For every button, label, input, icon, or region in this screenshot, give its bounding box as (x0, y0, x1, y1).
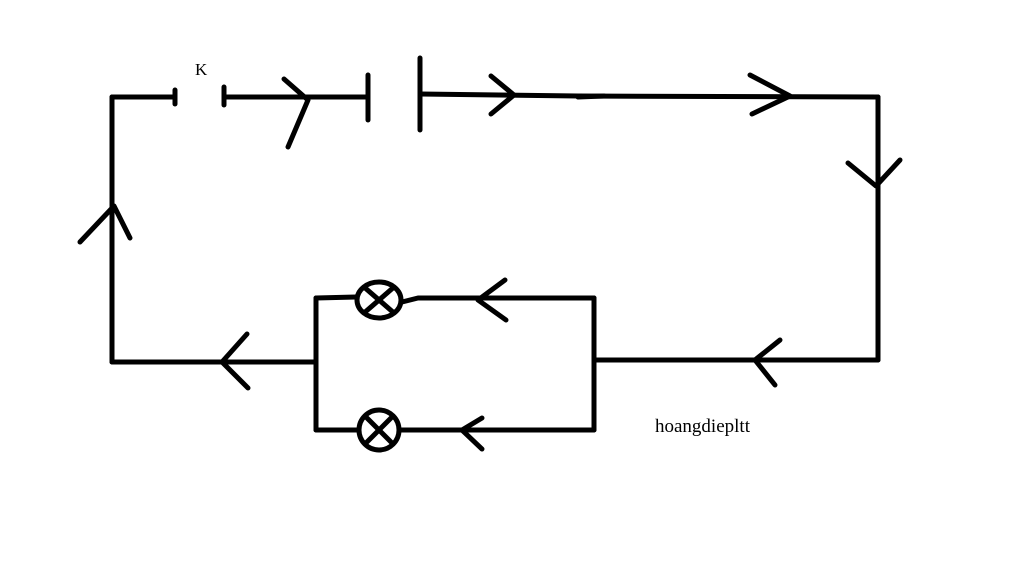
arrow-right-down (845, 157, 903, 189)
switch-label: K (195, 60, 208, 79)
lamp-bottom-icon (356, 407, 402, 453)
wire-glitch (575, 93, 607, 100)
switch-blade (281, 76, 311, 150)
arrow-left-up (77, 203, 133, 245)
lamp-top-icon (354, 279, 404, 321)
credit-text: hoangdiepltt (655, 416, 751, 437)
wire-battery-to-right (417, 91, 881, 100)
wire-branch-top-left (313, 294, 359, 301)
wire-branch-top-right (399, 295, 597, 305)
arrow-bottom-left-1 (752, 337, 783, 388)
arrow-top-right-1 (488, 73, 517, 117)
arrow-bottom-left-2 (219, 331, 251, 391)
arrow-branch-bottom (459, 415, 485, 452)
arrow-top-right-2 (747, 72, 793, 117)
arrow-branch-top (475, 277, 509, 323)
